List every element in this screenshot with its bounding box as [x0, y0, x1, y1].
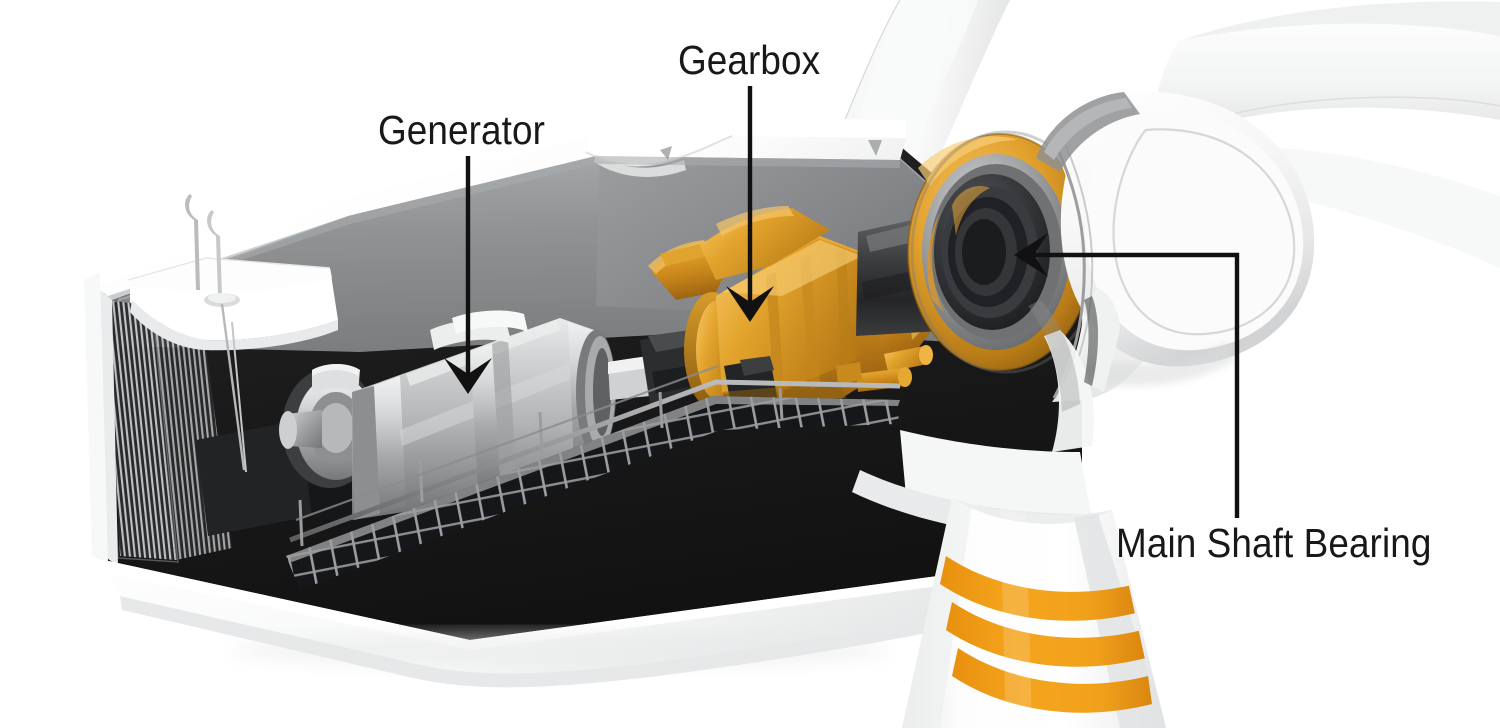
- nacelle-floor-grating: [286, 364, 901, 590]
- main-shaft-bearing: [907, 130, 1102, 374]
- nacelle-inner-flap: [1084, 288, 1120, 392]
- label-generator: Generator: [378, 107, 545, 153]
- leader-line-gearbox: [726, 86, 774, 322]
- nacelle-rear-fairing: [1028, 300, 1094, 452]
- rotor-blade-lower-right: [1262, 148, 1500, 268]
- label-main-shaft-bearing: Main Shaft Bearing: [1116, 520, 1432, 566]
- tower-stripes: [940, 556, 1152, 713]
- leader-line-main-shaft-bearing: [1014, 233, 1240, 518]
- leader-line-generator: [444, 156, 492, 394]
- tower: [852, 430, 1166, 728]
- anemometer-mast: [185, 194, 247, 473]
- nacelle-housing: [84, 116, 906, 566]
- generator: [196, 310, 721, 536]
- label-gearbox: Gearbox: [678, 37, 821, 83]
